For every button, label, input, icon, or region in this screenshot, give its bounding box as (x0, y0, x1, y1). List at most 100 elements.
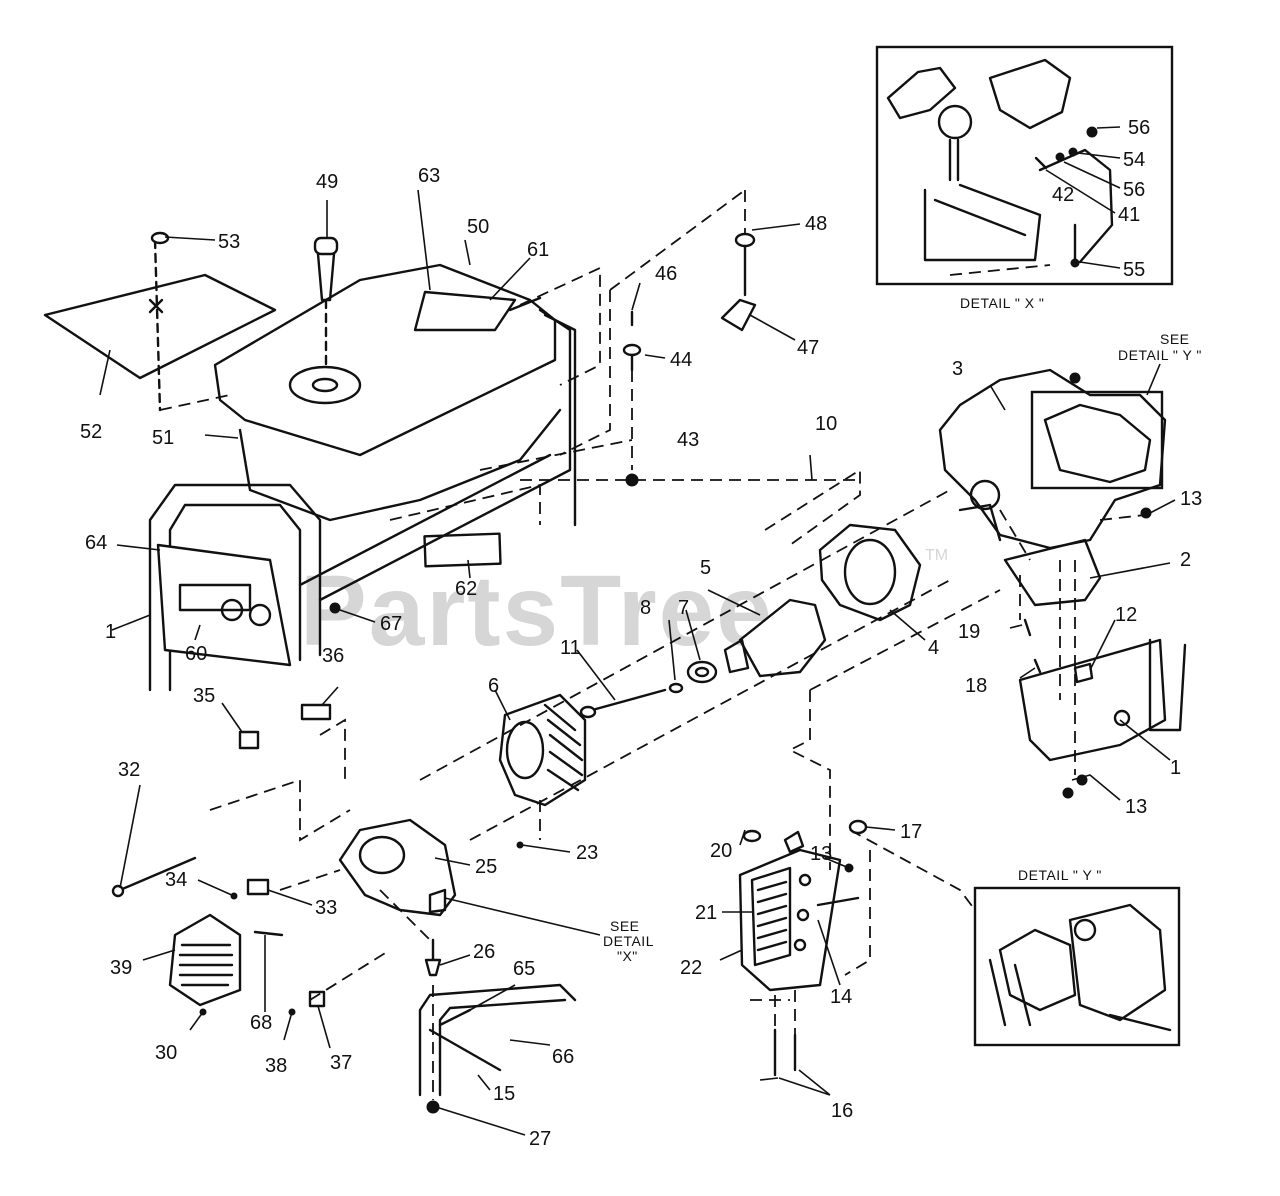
grille-39 (168, 913, 242, 1007)
brush-holder (428, 888, 447, 914)
callout-50: 50 (467, 216, 489, 238)
base-plate-right (1018, 638, 1167, 762)
callout-1: 1 (105, 621, 116, 643)
label-63 (413, 290, 517, 332)
callout-38: 38 (265, 1055, 287, 1077)
callout-36: 36 (322, 645, 344, 667)
panel-60 (178, 583, 252, 612)
generator-assembly (111, 523, 922, 1016)
see-detail-x-label: SEE (610, 918, 640, 934)
callout-56: 56 (1128, 117, 1150, 139)
detail-x-panel: 56 54 56 41 42 55 DETAIL " X " (875, 45, 1174, 311)
callout-6: 6 (488, 675, 499, 697)
assembly-lines (159, 189, 1146, 1100)
callout-14: 14 (830, 986, 852, 1008)
callout-13: 13 (810, 843, 832, 865)
callout-60: 60 (185, 643, 207, 665)
shroud-51 (238, 408, 562, 522)
callout-2: 2 (1180, 549, 1191, 571)
engine-block (938, 368, 1167, 550)
callout-51: 51 (152, 427, 174, 449)
screw-18 (1033, 658, 1042, 674)
heat-sink-21 (750, 866, 792, 967)
washer-8 (668, 682, 684, 694)
callout-23: 23 (576, 842, 598, 864)
callout-62: 62 (455, 578, 477, 600)
leader-lines (99, 189, 1176, 1136)
callout-18: 18 (965, 675, 987, 697)
rotor-5 (738, 598, 827, 678)
callout-27: 27 (529, 1128, 551, 1150)
callout-7: 7 (678, 597, 689, 619)
screws-16 (773, 1028, 797, 1077)
vibration-mount-26 (424, 958, 442, 977)
callout-65: 65 (513, 958, 535, 980)
callout-44: 44 (670, 349, 692, 371)
callout-53: 53 (218, 231, 240, 253)
see-detail-y-label: DETAIL " Y " (1118, 347, 1202, 363)
gasket-68 (253, 930, 284, 937)
see-detail-y-box (1030, 390, 1164, 490)
callout-labels: 53 52 49 63 50 61 48 46 44 47 51 43 10 3… (80, 165, 1202, 1150)
callout-32: 32 (118, 759, 140, 781)
detail-x-tank-part (886, 66, 957, 120)
callout-11: 11 (560, 637, 581, 659)
detail-y-linkage (988, 958, 1032, 1027)
callout-56: 56 (1123, 179, 1145, 201)
screw-19 (1023, 618, 1032, 637)
engine-shaft (958, 503, 1002, 542)
callout-30: 30 (155, 1042, 177, 1064)
stator-ring-4 (818, 523, 922, 622)
detail-x-hose (948, 138, 960, 182)
detail-x-fitting (937, 104, 973, 140)
bolt-20 (742, 829, 762, 843)
callout-64: 64 (85, 532, 107, 554)
callout-46: 46 (655, 263, 677, 285)
bushing-44 (622, 343, 642, 357)
callout-55: 55 (1123, 259, 1145, 281)
watermark: PartsTree (300, 555, 774, 667)
frame-tube-lower (418, 983, 577, 1097)
detail-y-frame (973, 886, 1181, 1047)
label-61 (508, 296, 542, 312)
callout-13: 13 (1125, 796, 1147, 818)
detail-y-carburetor (1068, 903, 1167, 1022)
fastener-53 (150, 231, 170, 245)
label-65 (438, 1008, 472, 1027)
stator-bore (843, 538, 897, 606)
callout-47: 47 (797, 337, 819, 359)
fuel-cap-49 (313, 236, 339, 256)
fuel-strainer (316, 252, 336, 302)
bolt-67 (329, 602, 341, 614)
callout-68: 68 (250, 1012, 272, 1034)
detail-y-base (1108, 1013, 1172, 1032)
callout-17: 17 (900, 821, 922, 843)
panel-52-fastener (148, 298, 164, 314)
rotor-hub (723, 638, 750, 674)
detail-x-nut-56a (1086, 126, 1098, 138)
callout-20: 20 (710, 840, 732, 862)
callout-10: 10 (815, 413, 837, 435)
see-detail-y-label: SEE (1160, 331, 1190, 347)
tank-filler-hole (311, 377, 339, 393)
callout-25: 25 (475, 856, 497, 878)
clip-12 (1073, 662, 1094, 684)
bracket-15 (428, 1028, 502, 1072)
engine-crankshaft (969, 479, 1001, 511)
engine-assembly: SEE DETAIL " Y " (938, 331, 1202, 607)
callout-49: 49 (316, 171, 338, 193)
callout-34: 34 (165, 869, 187, 891)
callout-42: 42 (1052, 184, 1074, 206)
callout-37: 37 (330, 1052, 352, 1074)
detail-y-panel: DETAIL " Y " (973, 867, 1181, 1047)
valve-47 (720, 298, 757, 332)
callout-41: 41 (1118, 204, 1140, 226)
callout-39: 39 (110, 957, 132, 979)
callout-19: 19 (958, 621, 980, 643)
nut-13a (1140, 507, 1152, 519)
callout-4: 4 (928, 637, 939, 659)
engine-plug (1069, 372, 1081, 384)
engine-carb-area (1043, 403, 1152, 484)
detail-x-fuel-line (1038, 148, 1114, 264)
